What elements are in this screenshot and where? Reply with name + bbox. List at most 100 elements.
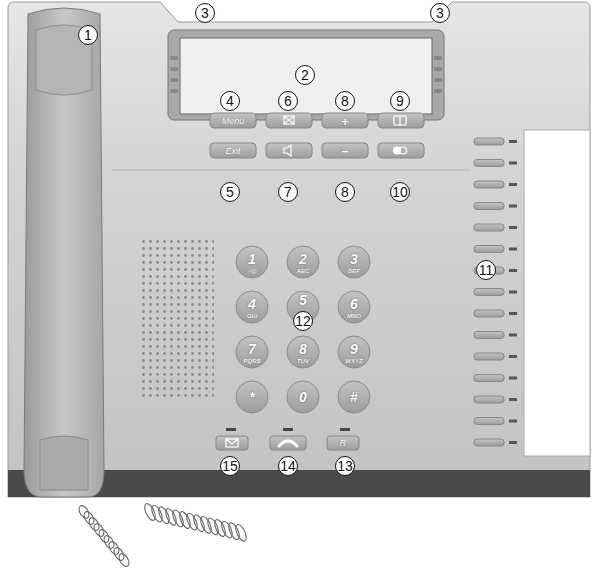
callout-number: 14 bbox=[278, 456, 298, 476]
phone-body bbox=[8, 2, 590, 497]
phone-part bbox=[399, 116, 400, 125]
phone-part bbox=[378, 113, 424, 128]
display-side-keys bbox=[170, 56, 442, 93]
phone-part bbox=[210, 113, 256, 128]
button-label: − bbox=[341, 144, 349, 157]
key-led bbox=[509, 398, 517, 401]
key-digit: 1 bbox=[248, 252, 256, 266]
phone-part bbox=[400, 147, 407, 154]
keypad-key bbox=[236, 291, 268, 323]
programmable-key bbox=[474, 310, 504, 317]
programmable-key bbox=[474, 332, 504, 339]
programmable-key bbox=[474, 375, 504, 382]
side-key bbox=[434, 56, 442, 60]
keypad-key bbox=[236, 336, 268, 368]
phone-part bbox=[322, 113, 368, 128]
keypad-key bbox=[236, 381, 268, 413]
key-led bbox=[509, 291, 517, 294]
keypad-key bbox=[338, 381, 370, 413]
key-digit: 0 bbox=[299, 390, 307, 404]
button-label: R bbox=[340, 439, 347, 448]
phone-part bbox=[394, 116, 406, 125]
key-letters: TUV bbox=[297, 358, 309, 364]
button-label: Menu bbox=[222, 116, 245, 125]
button-label: + bbox=[341, 114, 349, 127]
key-letters: ABC bbox=[297, 268, 310, 274]
phone-part bbox=[216, 436, 248, 450]
key-letters: WXYZ bbox=[345, 358, 362, 364]
key-letters: -/@ bbox=[247, 268, 257, 274]
key-digit: # bbox=[350, 390, 358, 404]
programmable-key bbox=[474, 224, 504, 231]
key-letters: MNO bbox=[347, 313, 361, 319]
callout-number: 8 bbox=[335, 91, 355, 111]
handset-cord bbox=[77, 502, 248, 568]
callout-number: 6 bbox=[278, 91, 298, 111]
phone-part bbox=[24, 8, 104, 497]
key-digit: * bbox=[249, 390, 254, 404]
phone-part bbox=[279, 441, 297, 446]
phone-part bbox=[266, 113, 312, 128]
phone-part bbox=[8, 2, 590, 497]
programmable-key bbox=[474, 246, 504, 253]
callout-number: 11 bbox=[476, 260, 496, 280]
callout-number: 5 bbox=[220, 182, 240, 202]
side-key bbox=[170, 56, 178, 60]
key-digit: 9 bbox=[350, 342, 358, 356]
key-led bbox=[509, 334, 517, 337]
phone-part bbox=[284, 116, 294, 124]
phone-part bbox=[270, 436, 306, 450]
key-digit: 8 bbox=[299, 342, 307, 356]
key-led bbox=[509, 183, 517, 186]
keypad-key bbox=[338, 246, 370, 278]
programmable-key bbox=[474, 138, 504, 145]
cord-coil bbox=[117, 552, 131, 568]
callout-number: 1 bbox=[78, 25, 98, 45]
display bbox=[168, 30, 444, 120]
keypad-key bbox=[338, 291, 370, 323]
key-led bbox=[509, 377, 517, 380]
phone-part bbox=[284, 116, 294, 124]
key-led bbox=[509, 140, 517, 143]
phone-part bbox=[378, 143, 424, 158]
phone-part bbox=[524, 130, 590, 456]
callout-number: 3 bbox=[430, 3, 450, 23]
side-key bbox=[434, 78, 442, 82]
callout-number: 13 bbox=[335, 456, 355, 476]
programmable-key bbox=[474, 353, 504, 360]
phone-part bbox=[112, 170, 470, 171]
key-led bbox=[509, 441, 517, 444]
phone-part bbox=[340, 428, 350, 431]
key-led bbox=[509, 269, 517, 272]
phone-part bbox=[284, 116, 294, 124]
phone-part bbox=[283, 428, 293, 431]
key-digit: 3 bbox=[350, 252, 358, 266]
phone-part bbox=[327, 436, 359, 450]
key-led bbox=[509, 162, 517, 165]
programmable-key bbox=[474, 289, 504, 296]
phone-part bbox=[210, 143, 256, 158]
key-letters: PQRS bbox=[243, 358, 260, 364]
key-digit: 6 bbox=[350, 297, 358, 311]
key-digit: 2 bbox=[299, 252, 307, 266]
callout-number: 7 bbox=[278, 182, 298, 202]
keypad bbox=[236, 246, 370, 413]
keypad-key bbox=[287, 381, 319, 413]
handset bbox=[24, 8, 104, 497]
phone-part bbox=[180, 38, 432, 114]
key-digit: 4 bbox=[248, 297, 256, 311]
side-key bbox=[170, 78, 178, 82]
key-letters: DEF bbox=[348, 268, 360, 274]
side-key bbox=[170, 89, 178, 93]
keypad-key bbox=[287, 246, 319, 278]
phone-part bbox=[284, 145, 291, 156]
key-led bbox=[509, 205, 517, 208]
programmable-key bbox=[474, 181, 504, 188]
callout-number: 4 bbox=[220, 91, 240, 111]
key-digit: 5 bbox=[299, 293, 307, 307]
phone-part bbox=[226, 428, 236, 431]
phone-part bbox=[168, 30, 444, 120]
button-label: Exit bbox=[225, 146, 240, 155]
key-led bbox=[509, 226, 517, 229]
